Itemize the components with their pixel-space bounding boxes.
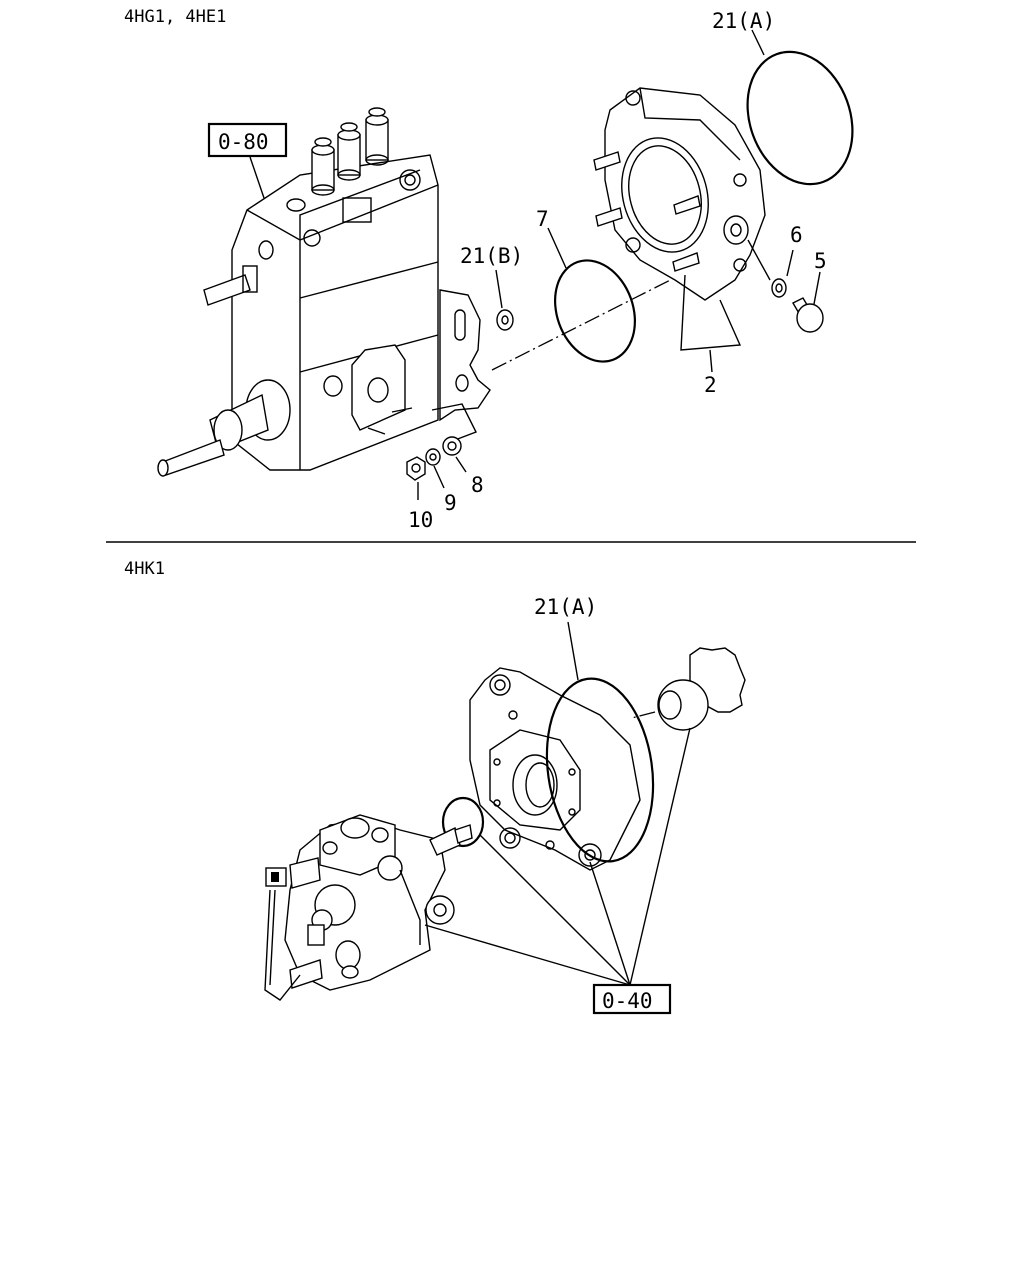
washer-8[interactable] xyxy=(442,436,462,456)
leader-bracket-fasteners xyxy=(431,403,477,441)
callout-7: 7 xyxy=(536,207,549,231)
bracket-2[interactable] xyxy=(593,87,766,301)
gear-centerline xyxy=(631,711,656,719)
plug-axis-line xyxy=(747,239,771,281)
leader-6 xyxy=(786,249,794,277)
drive-gear[interactable] xyxy=(657,647,746,731)
o-ring-7[interactable] xyxy=(542,249,649,373)
leader-0-80 xyxy=(249,156,265,199)
leader-21b xyxy=(495,269,503,309)
callout-8: 8 xyxy=(471,473,484,497)
leader-2-shape xyxy=(680,274,742,351)
leader-21a-top xyxy=(751,29,765,56)
leader-5 xyxy=(813,271,821,305)
section-title-top: 4HG1, 4HE1 xyxy=(124,7,226,27)
ref-box-0-40-label: 0-40 xyxy=(602,989,653,1013)
supply-pump-drawing xyxy=(264,814,473,1001)
lock-washer-9[interactable] xyxy=(425,448,441,466)
callout-21a-bottom: 21(A) xyxy=(534,595,597,619)
o-ring-21a-bottom[interactable] xyxy=(536,672,665,869)
callout-21b: 21(B) xyxy=(460,244,523,268)
assembly-centerline xyxy=(491,261,707,371)
o-ring-21a-top[interactable] xyxy=(730,37,870,199)
leader-7 xyxy=(547,227,567,269)
section-title-bottom: 4HK1 xyxy=(124,559,165,579)
callout-6: 6 xyxy=(790,223,803,247)
leader-9 xyxy=(433,465,445,489)
injection-pump-drawing xyxy=(157,107,491,477)
nut-10[interactable] xyxy=(406,456,426,481)
o-ring-small[interactable] xyxy=(441,796,485,848)
callout-21a-top: 21(A) xyxy=(712,9,775,33)
callout-5: 5 xyxy=(814,249,827,273)
washer-21b[interactable] xyxy=(496,309,514,331)
ref-box-0-40[interactable]: 0-40 xyxy=(592,983,672,1015)
leader-21a-bottom xyxy=(567,621,579,681)
pump-housing-plate[interactable] xyxy=(469,667,641,871)
plug-5[interactable] xyxy=(792,297,824,333)
leader-8 xyxy=(455,456,467,473)
leader-2 xyxy=(709,349,713,373)
callout-2: 2 xyxy=(704,373,717,397)
ref-box-0-80[interactable]: 0-80 xyxy=(207,122,288,158)
ref-box-0-80-label: 0-80 xyxy=(218,130,269,154)
washer-6[interactable] xyxy=(771,278,787,298)
callout-10: 10 xyxy=(408,508,433,532)
callout-9: 9 xyxy=(444,491,457,515)
leaders-0-40 xyxy=(424,727,691,986)
